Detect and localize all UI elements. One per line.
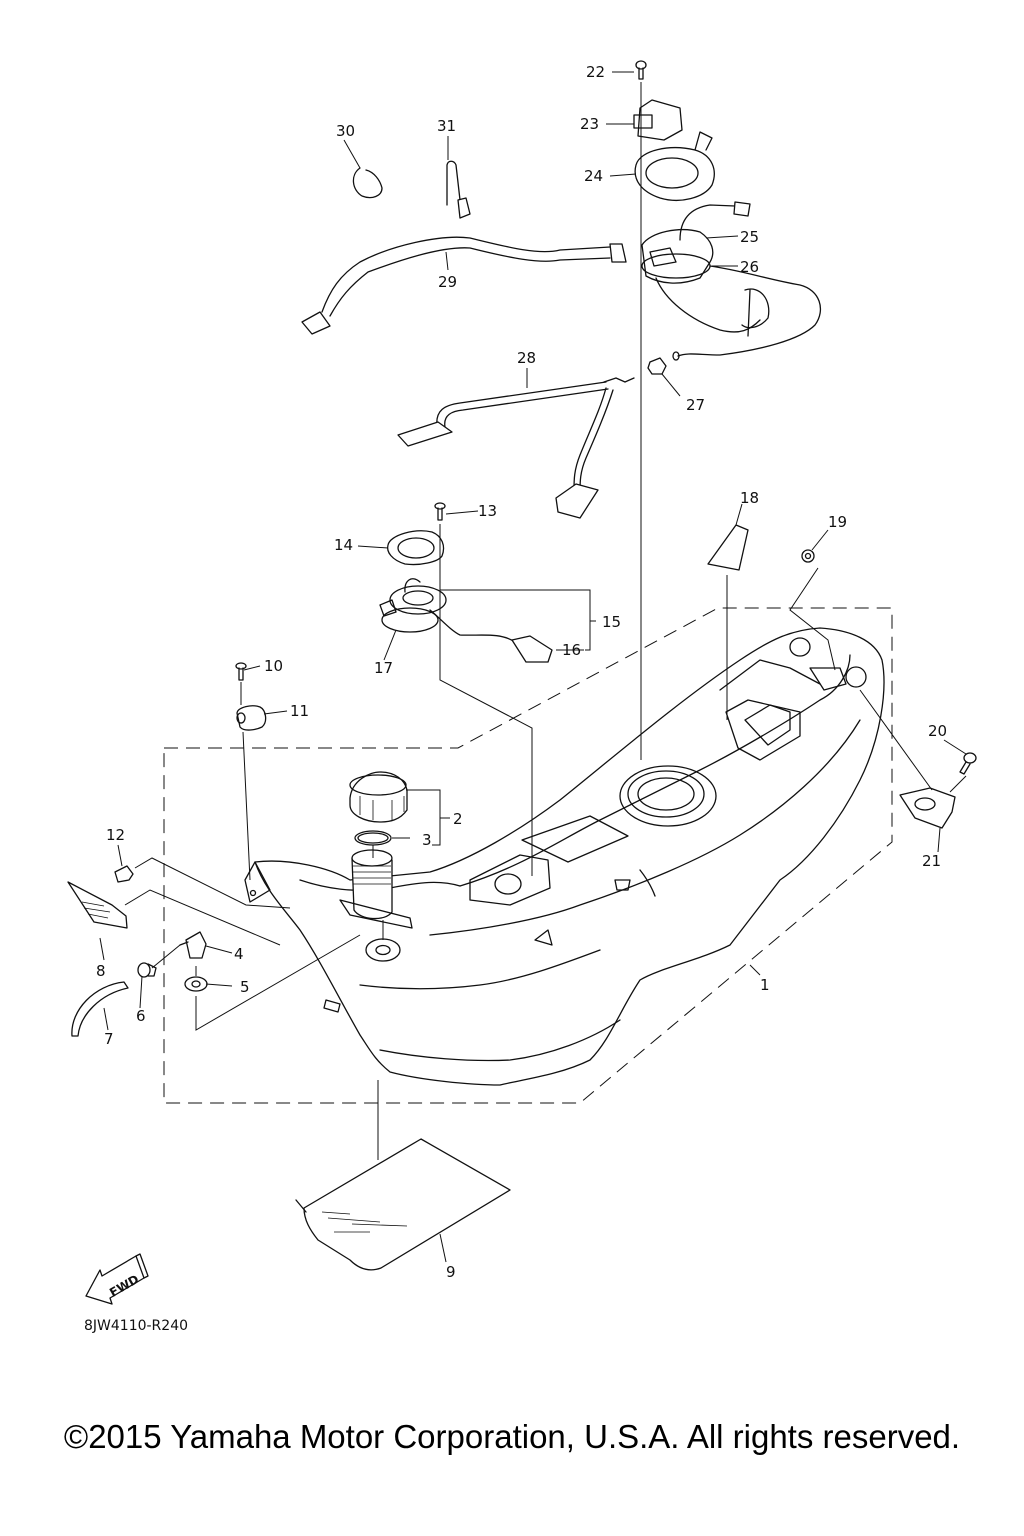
drain-fitting-part-4[interactable] [179, 931, 207, 959]
callout-19: 19 [828, 513, 847, 531]
callout-9: 9 [446, 1263, 456, 1281]
callout-10: 10 [264, 657, 283, 675]
gasket-part-14[interactable] [386, 530, 445, 566]
callout-14: 14 [334, 536, 353, 554]
fuel-hose-part-29[interactable] [301, 236, 627, 335]
callout-16: 16 [562, 641, 581, 659]
clip-nut-part-12[interactable] [114, 865, 134, 883]
callout-2: 2 [453, 810, 463, 828]
plate-part-24[interactable] [634, 131, 715, 201]
leader-lines [99, 71, 967, 1263]
bolt-part-20[interactable] [959, 752, 977, 775]
callout-28: 28 [517, 349, 536, 367]
nut-part-19[interactable] [801, 549, 815, 563]
callout-labels: 1 2 3 4 5 6 7 8 9 10 11 12 13 14 15 16 1… [96, 63, 947, 1281]
bolt-part-13[interactable] [434, 502, 446, 521]
grommet-filler [365, 938, 401, 962]
callout-13: 13 [478, 502, 497, 520]
callout-3: 3 [422, 831, 432, 849]
hose-clip-part-6[interactable] [137, 962, 157, 978]
callout-8: 8 [96, 962, 106, 980]
screw-part-22[interactable] [635, 60, 647, 80]
copyright-notice: ©2015 Yamaha Motor Corporation, U.S.A. A… [63, 1418, 961, 1455]
nut-part-27[interactable] [647, 357, 667, 375]
callout-21: 21 [922, 852, 941, 870]
fuel-cap-part-2[interactable] [349, 771, 408, 823]
callout-12: 12 [106, 826, 125, 844]
clip-part-31[interactable] [446, 160, 471, 219]
callout-6: 6 [136, 1007, 146, 1025]
callout-30: 30 [336, 122, 355, 140]
diagram-reference-code: 8JW4110-R240 [84, 1318, 189, 1334]
screw-part-10[interactable] [235, 662, 247, 681]
callout-15: 15 [602, 613, 621, 631]
callout-26: 26 [740, 258, 759, 276]
drain-hose-part-7[interactable] [71, 981, 129, 1037]
tank-cover-part-9[interactable] [295, 1138, 511, 1271]
callout-29: 29 [438, 273, 457, 291]
damper-part-18[interactable] [707, 524, 749, 571]
callout-1: 1 [760, 976, 770, 994]
grommet-part-5[interactable] [184, 976, 208, 992]
callout-7: 7 [104, 1030, 114, 1048]
float-part-16[interactable] [511, 635, 553, 663]
collar-part-11[interactable] [236, 705, 267, 731]
breather-hose-part-28[interactable] [397, 377, 635, 519]
callout-31: 31 [437, 117, 456, 135]
callout-5: 5 [240, 978, 250, 996]
callout-20: 20 [928, 722, 947, 740]
callout-17: 17 [374, 659, 393, 677]
callout-25: 25 [740, 228, 759, 246]
callout-18: 18 [740, 489, 759, 507]
label-part-8[interactable] [67, 881, 128, 929]
gasket-part-26[interactable] [641, 253, 822, 361]
fuel-tank-part-1[interactable] [244, 627, 885, 1086]
callout-24: 24 [584, 167, 603, 185]
o-ring-part-3[interactable] [354, 830, 392, 846]
bracket-part-21[interactable] [899, 787, 956, 829]
o-ring-part-17[interactable] [381, 607, 439, 633]
callout-23: 23 [580, 115, 599, 133]
callout-22: 22 [586, 63, 605, 81]
sender-unit-part-15[interactable] [379, 578, 516, 643]
cover-part-23[interactable] [633, 99, 683, 141]
callout-4: 4 [234, 945, 244, 963]
callout-27: 27 [686, 396, 705, 414]
callout-11: 11 [290, 702, 309, 720]
forward-direction-arrow-icon: FWD [85, 1253, 149, 1305]
clamp-part-30[interactable] [352, 167, 383, 199]
fuel-pump-part-25[interactable] [641, 201, 770, 337]
assembly-boundary [163, 607, 893, 1104]
